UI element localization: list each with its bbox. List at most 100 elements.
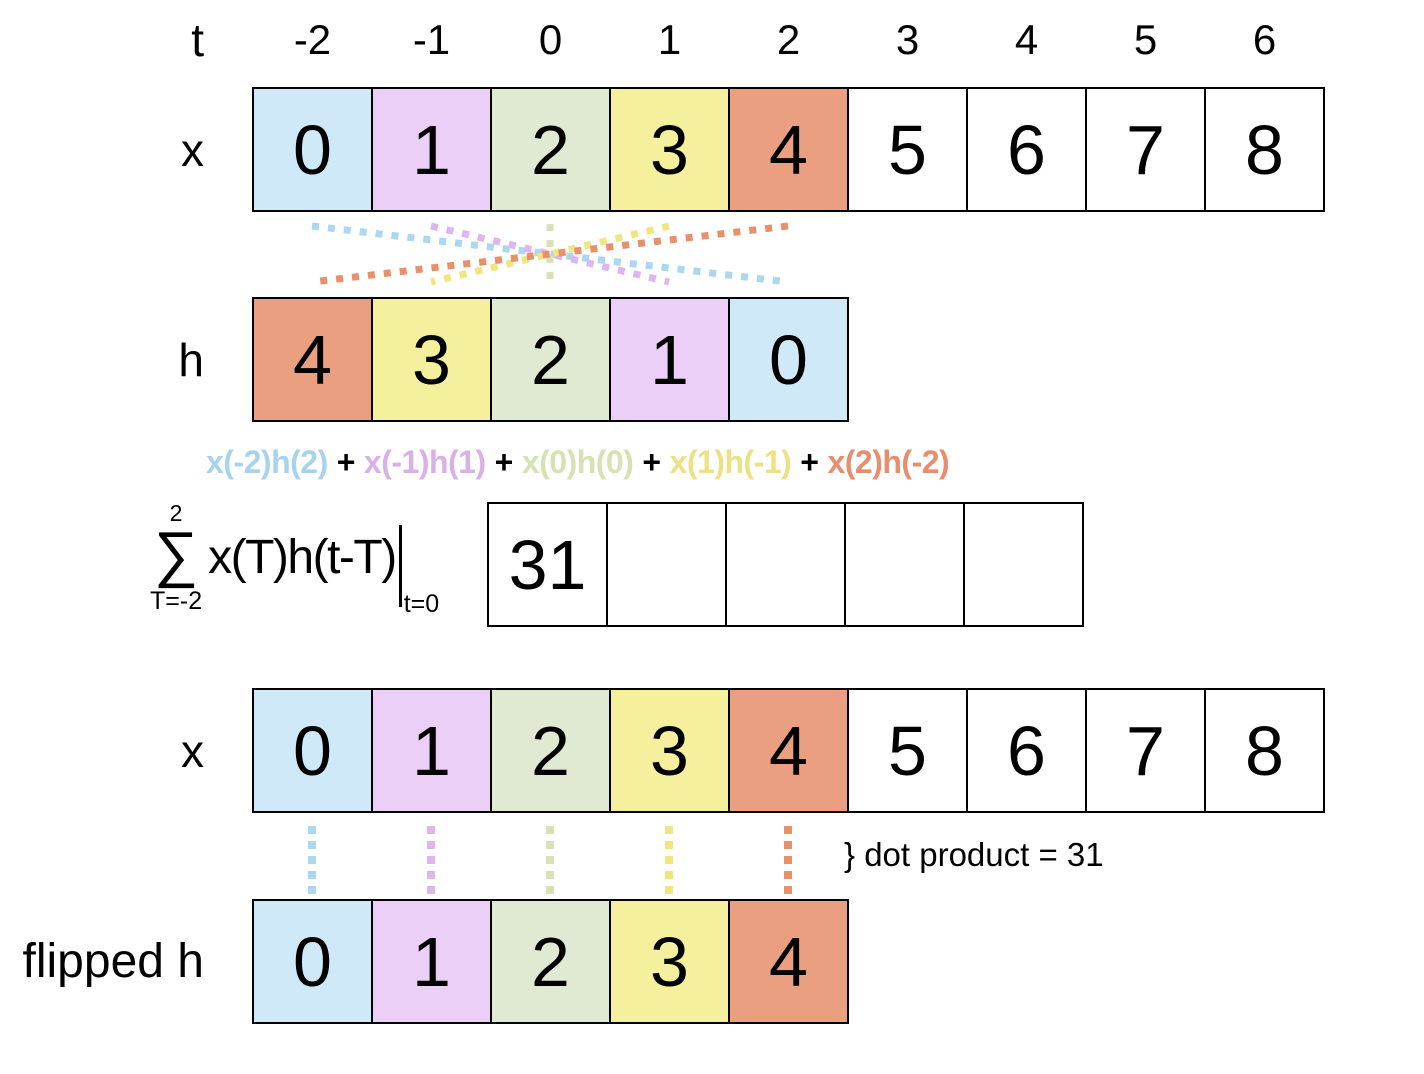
- array-cell: 3: [371, 297, 492, 422]
- x-array-top: 0 1 2 3 4 5 6 7 8: [252, 87, 1325, 212]
- x-array-top-label: x: [181, 123, 204, 176]
- cell-value: 3: [650, 711, 689, 790]
- cell-value: 3: [650, 110, 689, 189]
- sigma-icon: ∑: [153, 520, 199, 589]
- t-tick: -1: [412, 16, 451, 63]
- formula-term: x(-2)h(2): [206, 444, 328, 480]
- cell-value: 0: [769, 320, 808, 399]
- array-cell: [606, 502, 727, 627]
- x-array-bottom-label: x: [181, 724, 204, 777]
- cell-value: 6: [1007, 110, 1046, 189]
- sigma-block: 2 ∑ T=-2: [150, 502, 202, 614]
- cell-value: 8: [1245, 711, 1284, 790]
- formula-plus: +: [494, 444, 514, 480]
- array-cell: 7: [1085, 688, 1206, 813]
- cell-value: 0: [293, 922, 332, 1001]
- cell-value: 2: [531, 110, 570, 189]
- summation-expression: 2 ∑ T=-2 x(T)h(t-T) t=0: [150, 502, 439, 619]
- cell-value: 5: [888, 110, 927, 189]
- cell-value: 2: [531, 922, 570, 1001]
- formula-plus: +: [642, 444, 661, 480]
- array-cell: 4: [728, 899, 849, 1024]
- flipped-h-array: 0 1 2 3 4: [252, 899, 849, 1024]
- array-cell: 8: [1204, 87, 1325, 212]
- h-array-label: h: [178, 333, 204, 386]
- cell-value: 7: [1126, 711, 1165, 790]
- formula-plus: +: [800, 444, 819, 480]
- array-cell: 0: [252, 688, 373, 813]
- array-cell: [844, 502, 965, 627]
- cell-value: 3: [412, 320, 451, 399]
- sigma-upper-limit: 2: [169, 500, 183, 526]
- cell-value: 31: [508, 525, 587, 604]
- t-tick: -2: [293, 16, 332, 63]
- cell-value: 4: [769, 711, 808, 790]
- t-tick: 3: [895, 16, 920, 63]
- array-cell: 3: [609, 87, 730, 212]
- array-cell: 2: [490, 297, 611, 422]
- t-tick: 1: [657, 16, 682, 63]
- array-cell: 5: [847, 688, 968, 813]
- cell-value: 0: [293, 110, 332, 189]
- array-cell: 1: [371, 688, 492, 813]
- cell-value: 0: [293, 711, 332, 790]
- flip-connector-line: [430, 222, 670, 286]
- flip-connector-line: [430, 222, 670, 286]
- t-tick: 2: [776, 16, 801, 63]
- flip-connector-line: [311, 222, 789, 286]
- sigma-lower-limit: T=-2: [150, 586, 203, 615]
- cell-value: 8: [1245, 110, 1284, 189]
- formula-plus: +: [336, 444, 356, 480]
- evaluation-bar: [398, 525, 402, 607]
- dot-product-note: } dot product = 31: [844, 836, 1104, 873]
- array-cell: 6: [966, 87, 1087, 212]
- array-cell: 8: [1204, 688, 1325, 813]
- formula-term: x(0)h(0): [521, 444, 634, 480]
- cell-value: 5: [888, 711, 927, 790]
- t-tick: 5: [1133, 16, 1158, 63]
- array-cell: 2: [490, 688, 611, 813]
- array-cell: 2: [490, 899, 611, 1024]
- cell-value: 3: [650, 922, 689, 1001]
- array-cell: 7: [1085, 87, 1206, 212]
- cell-value: 7: [1126, 110, 1165, 189]
- cell-value: 1: [412, 711, 451, 790]
- array-cell: 3: [609, 688, 730, 813]
- cell-value: 6: [1007, 711, 1046, 790]
- cell-value: 1: [650, 320, 689, 399]
- array-cell: 31: [487, 502, 608, 627]
- array-cell: 1: [371, 899, 492, 1024]
- t-axis-label: t: [191, 14, 204, 66]
- array-cell: 3: [609, 899, 730, 1024]
- t-tick: 4: [1014, 16, 1039, 63]
- formula-term: x(1)h(-1): [669, 444, 792, 480]
- t-tick: 0: [538, 16, 563, 63]
- x-array-bottom: 0 1 2 3 4 5 6 7 8: [252, 688, 1325, 813]
- array-cell: [963, 502, 1084, 627]
- array-cell: 2: [490, 87, 611, 212]
- flip-connector-line: [311, 222, 789, 286]
- array-cell: 1: [371, 87, 492, 212]
- array-cell: 4: [728, 87, 849, 212]
- t-tick: 6: [1252, 16, 1277, 63]
- array-cell: 0: [252, 899, 373, 1024]
- array-cell: 5: [847, 87, 968, 212]
- flipped-h-label: flipped h: [22, 935, 204, 988]
- cell-value: 1: [412, 110, 451, 189]
- cell-value: 4: [769, 922, 808, 1001]
- array-cell: 0: [252, 87, 373, 212]
- evaluation-subscript: t=0: [403, 590, 440, 618]
- cell-value: 2: [531, 711, 570, 790]
- cell-value: 4: [769, 110, 808, 189]
- cell-value: 1: [412, 922, 451, 1001]
- expansion-formula: x(-2)h(2)+x(-1)h(1)+x(0)h(0)+x(1)h(-1)+x…: [206, 444, 950, 481]
- array-cell: [725, 502, 846, 627]
- t-axis-ticks: -2 -1 0 1 2 3 4 5 6: [253, 14, 1324, 66]
- array-cell: 1: [609, 297, 730, 422]
- array-cell: 6: [966, 688, 1087, 813]
- cell-value: 2: [531, 320, 570, 399]
- array-cell: 4: [252, 297, 373, 422]
- formula-term: x(-1)h(1): [363, 444, 486, 480]
